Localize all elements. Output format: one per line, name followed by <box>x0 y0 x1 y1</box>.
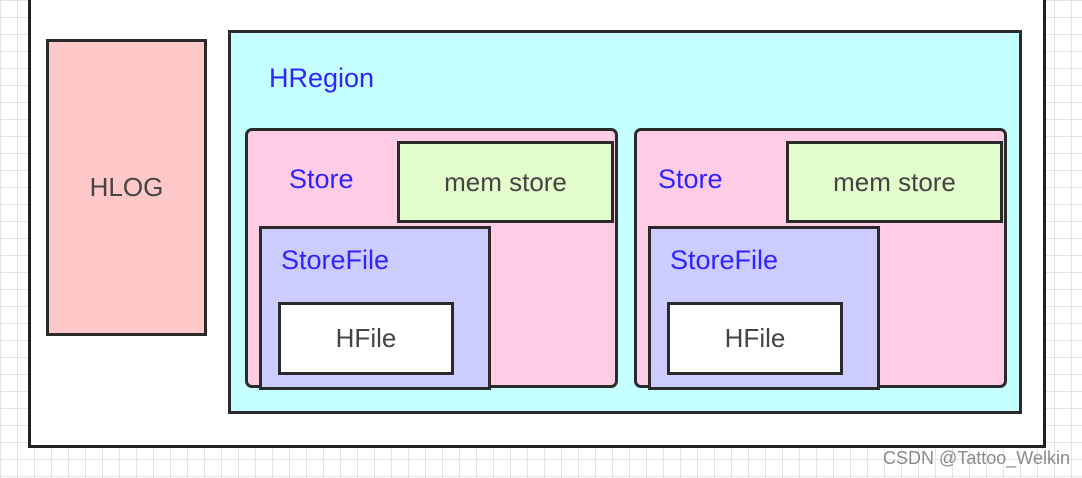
hlog-label: HLOG <box>89 172 164 202</box>
store-box-2: Store mem store StoreFile HFile <box>634 128 1007 390</box>
hfile-box: HFile <box>667 302 843 375</box>
memstore-box: mem store <box>786 141 1003 223</box>
storefile-label: StoreFile <box>281 245 390 275</box>
hlog-box: HLOG <box>46 39 207 336</box>
storefile-box: StoreFile HFile <box>648 226 880 390</box>
memstore-label: mem store <box>444 166 567 197</box>
memstore-box: mem store <box>397 141 614 223</box>
storefile-label: StoreFile <box>670 245 779 275</box>
hfile-box: HFile <box>278 302 454 375</box>
store-label: Store <box>289 164 354 194</box>
store-box-1: Store mem store StoreFile HFile <box>245 128 618 390</box>
hfile-label: HFile <box>724 323 786 353</box>
storefile-box: StoreFile HFile <box>259 226 491 390</box>
store-label: Store <box>658 164 723 194</box>
hfile-label: HFile <box>335 323 397 353</box>
hregion-label: HRegion <box>269 63 375 93</box>
watermark: CSDN @Tattoo_Welkin <box>882 448 1070 468</box>
memstore-label: mem store <box>833 166 956 197</box>
